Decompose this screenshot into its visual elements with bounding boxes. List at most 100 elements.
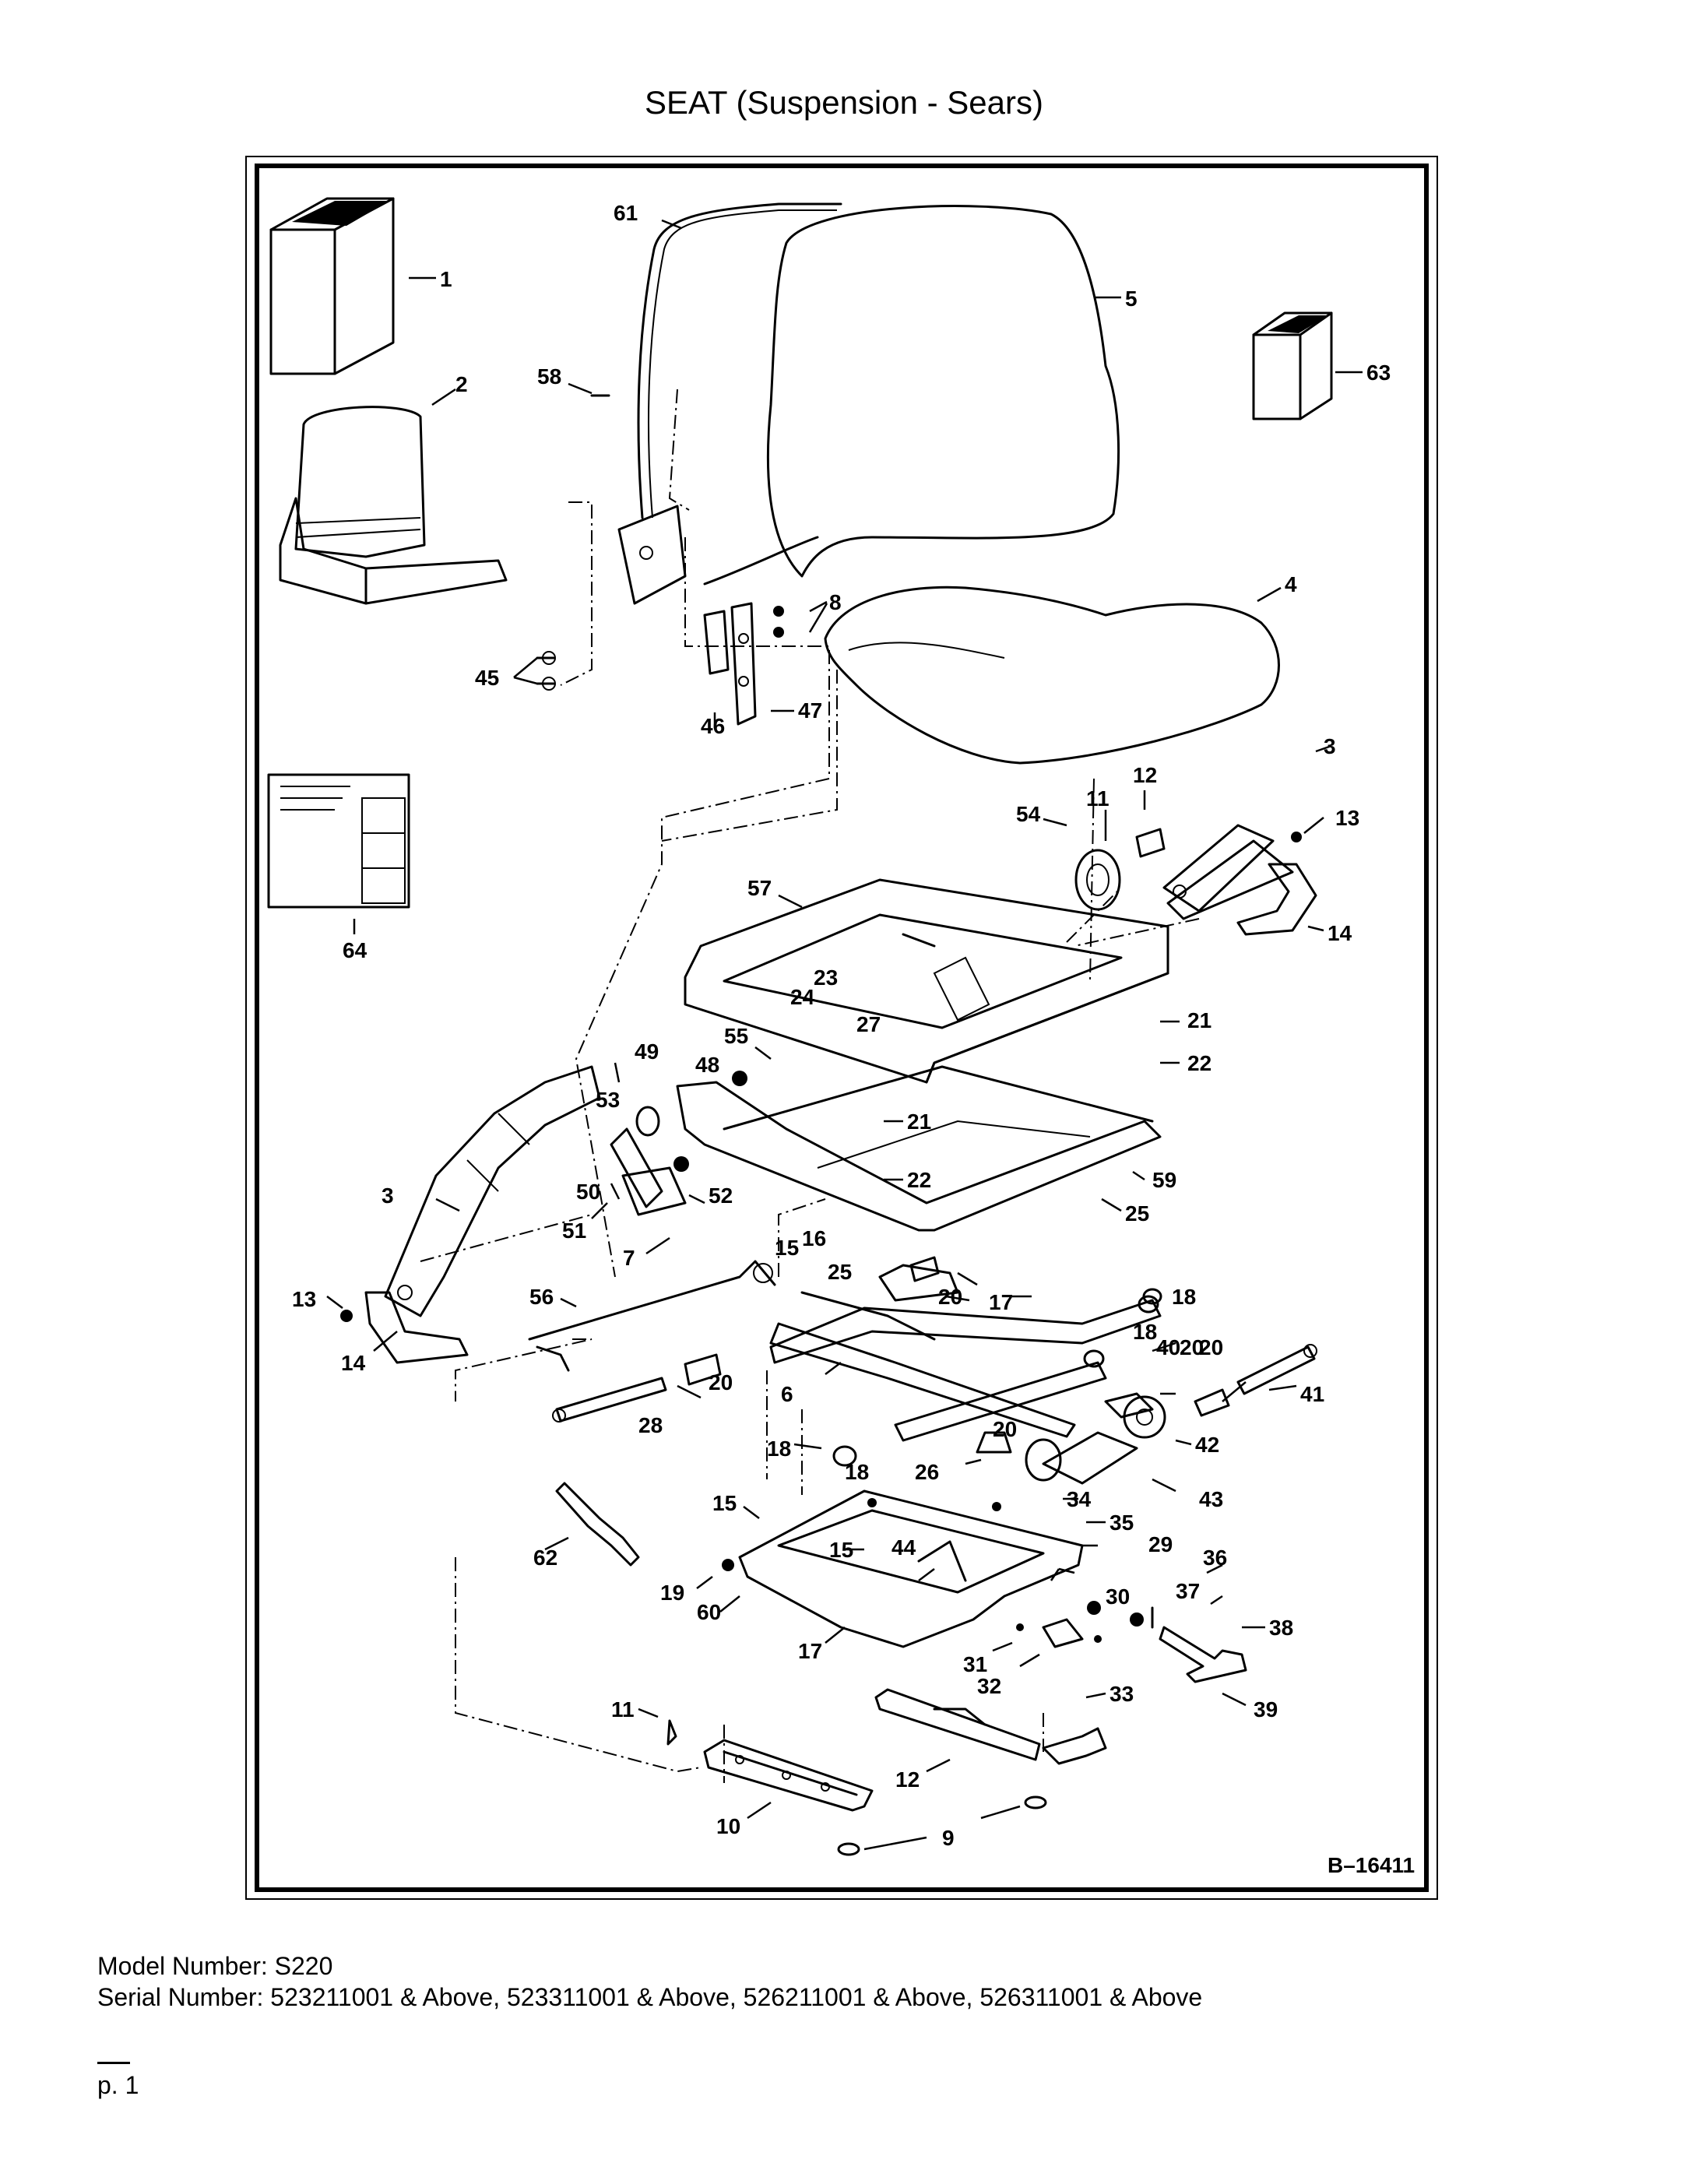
part-2-seat-assembly: [279, 406, 508, 605]
callout-17-upper: 17: [989, 1290, 1013, 1314]
callout-51: 51: [562, 1219, 586, 1243]
callout-20-c: 20: [1180, 1335, 1204, 1359]
callout-38: 38: [1269, 1616, 1293, 1640]
callout-44: 44: [891, 1535, 916, 1560]
part-6-scissor-linkage: [769, 1264, 1162, 1442]
part-60-base-frame: [722, 1489, 1084, 1648]
callout-15-lower: 15: [829, 1538, 853, 1562]
callout-11-lower: 11: [611, 1697, 635, 1722]
callout-46: 46: [701, 714, 725, 738]
part-61-back-frame: [637, 202, 842, 519]
callout-4: 4: [1285, 572, 1297, 596]
callout-3-right: 3: [1324, 734, 1336, 758]
callout-53: 53: [596, 1088, 620, 1112]
part-3-seat-belt-left: [384, 1065, 601, 1317]
part-63-manual: [1252, 311, 1333, 420]
callout-8: 8: [829, 590, 842, 614]
page-title: SEAT (Suspension - Sears): [645, 84, 1043, 121]
callout-7: 7: [623, 1246, 635, 1270]
callout-60: 60: [697, 1600, 721, 1624]
callout-6: 6: [781, 1382, 793, 1406]
callout-50: 50: [576, 1180, 600, 1204]
callout-36: 36: [1203, 1546, 1227, 1570]
callout-57: 57: [747, 876, 772, 900]
callout-25-lower: 25: [828, 1260, 852, 1284]
callout-45: 45: [475, 666, 499, 690]
part-9-washers: [837, 1795, 1047, 1856]
callout-39: 39: [1254, 1697, 1278, 1722]
back-hinge-brackets: [536, 394, 784, 726]
callout-20-e: 20: [1199, 1335, 1223, 1359]
part-62-shock-absorber: [555, 1482, 640, 1567]
callout-20-a: 20: [938, 1285, 962, 1309]
callout-32: 32: [977, 1674, 1001, 1698]
part-10-slide-rail-left: [666, 1719, 874, 1812]
callout-47: 47: [798, 698, 822, 723]
part-56-control-rod: [528, 1260, 776, 1372]
callout-31: 31: [963, 1652, 987, 1676]
part-32-latch: [1016, 1618, 1102, 1648]
callout-18-d: 18: [845, 1460, 869, 1484]
part-39-crank-handle: [1087, 1601, 1247, 1683]
part-64-decal-sheet: [267, 773, 410, 934]
diagram-frame: [255, 164, 1429, 1892]
callout-28: 28: [638, 1413, 663, 1437]
leader-lines: [326, 219, 1363, 1851]
callout-58: 58: [537, 364, 561, 389]
part-3-seat-belt-right: [1162, 824, 1294, 920]
page-number: p. 1: [97, 2071, 139, 2099]
callout-48: 48: [695, 1053, 719, 1077]
page-divider: [97, 2062, 130, 2064]
callout-20-d: 20: [993, 1417, 1017, 1441]
callout-55: 55: [724, 1024, 748, 1048]
callout-labels: 1 2 3 3 4 5 6 7 8 9 10 11 11 12 12 13 13…: [292, 201, 1415, 1877]
callout-27: 27: [856, 1012, 881, 1036]
model-number: Model Number: S220: [97, 1952, 333, 1980]
callout-41: 41: [1300, 1382, 1324, 1406]
callout-17-lower: 17: [798, 1639, 822, 1663]
part-14-anchor-bracket-left: [340, 1291, 469, 1364]
callout-5: 5: [1125, 287, 1138, 311]
callout-23: 23: [814, 965, 838, 990]
part-28-shaft: [552, 1353, 722, 1423]
callout-1: 1: [440, 267, 452, 291]
callout-2: 2: [455, 372, 468, 396]
callout-16: 16: [802, 1226, 826, 1250]
callout-34: 34: [1067, 1487, 1092, 1511]
callout-13-right: 13: [1335, 806, 1359, 830]
callout-37: 37: [1176, 1579, 1200, 1603]
callout-21-lower: 21: [907, 1110, 931, 1134]
assembly-centerlines: [420, 389, 1200, 1783]
drawing-number: B–16411: [1328, 1853, 1415, 1877]
callout-49: 49: [635, 1039, 659, 1064]
callout-56: 56: [529, 1285, 554, 1309]
part-57-seat-pan: [684, 878, 1169, 1084]
callout-59: 59: [1152, 1168, 1176, 1192]
callout-26: 26: [915, 1460, 939, 1484]
callout-20-b: 20: [709, 1370, 733, 1394]
callout-3-left: 3: [382, 1183, 394, 1208]
part-1-operator-manual: [269, 197, 395, 375]
part-14-anchor-bracket-right: [1236, 832, 1317, 936]
callout-18-b: 18: [1133, 1320, 1157, 1344]
callout-12-lower: 12: [895, 1767, 920, 1792]
callout-24: 24: [790, 985, 815, 1009]
part-59-suspension-frame: [610, 1065, 1162, 1232]
callout-15-upper: 15: [775, 1236, 799, 1260]
callout-10: 10: [716, 1814, 740, 1838]
part-41-bolt: [1194, 1344, 1317, 1417]
part-4-seat-cushion: [824, 586, 1280, 765]
callout-11-upper: 11: [1086, 786, 1110, 811]
callout-54: 54: [1016, 802, 1041, 826]
callout-21-upper: 21: [1187, 1008, 1211, 1032]
callout-35: 35: [1110, 1511, 1134, 1535]
callout-25-upper: 25: [1125, 1201, 1149, 1226]
callout-40: 40: [1156, 1335, 1180, 1359]
callout-14-left: 14: [341, 1351, 366, 1375]
callout-18-c: 18: [767, 1437, 791, 1461]
callout-33: 33: [1110, 1682, 1134, 1706]
callout-63: 63: [1366, 360, 1391, 385]
callout-30: 30: [1106, 1584, 1130, 1609]
callout-22-lower: 22: [907, 1168, 931, 1192]
